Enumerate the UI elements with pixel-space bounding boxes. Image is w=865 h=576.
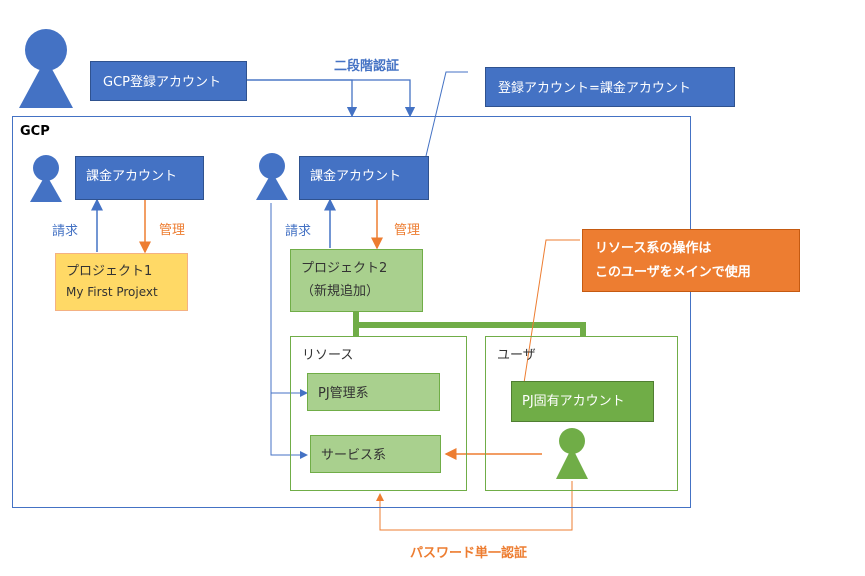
person-icon-user [556, 428, 588, 479]
person-icon-right [256, 153, 288, 200]
invoice-label-left: 請求 [52, 224, 79, 239]
auth-arrow-2 [247, 79, 416, 118]
pj-account-label: PJ固有アカウント [522, 394, 625, 409]
person-to-service-arrow [270, 203, 308, 459]
callout-line [521, 239, 580, 397]
project-1-name: My First Projext [66, 285, 158, 299]
pj-management-label: PJ管理系 [318, 386, 369, 401]
gcp-frame [12, 116, 691, 508]
billing-account-left: 課金アカウント [75, 156, 204, 200]
users-label: ユーザ [497, 348, 536, 363]
project-2-title: プロジェクト2 [301, 261, 388, 276]
project-1-box: プロジェクト1 My First Projext [55, 253, 188, 311]
project-1-title: プロジェクト1 [66, 264, 153, 279]
usage-callout-box: リソース系の操作は このユーザをメインで使用 [582, 229, 800, 292]
usage-callout-line1: リソース系の操作は [595, 241, 712, 256]
note-label: 登録アカウント=課金アカウント [498, 81, 691, 96]
gcp-registered-account-label: GCP登録アカウント [103, 75, 221, 90]
manage-label-right: 管理 [394, 223, 421, 238]
project-resource-connector [353, 312, 586, 336]
invoice-label-right: 請求 [285, 224, 312, 239]
person-icon-admin [19, 29, 73, 108]
resources-label: リソース [302, 348, 354, 363]
two-factor-auth-label: 二段階認証 [334, 59, 400, 74]
billing-account-right-label: 課金アカウント [310, 169, 402, 184]
project-2-box: プロジェクト2 （新規追加） [290, 249, 423, 312]
billing-account-right: 課金アカウント [299, 156, 429, 200]
gcp-registered-account-box: GCP登録アカウント [90, 61, 247, 101]
pj-management-box: PJ管理系 [307, 373, 440, 411]
password-auth-label: パスワード単一認証 [410, 546, 528, 561]
pj-account-box: PJ固有アカウント [511, 381, 654, 422]
manage-label-left: 管理 [159, 223, 186, 238]
users-container [485, 336, 678, 491]
password-auth-arrow [376, 481, 573, 531]
resources-container [290, 336, 467, 491]
project-2-subtitle: （新規追加） [301, 284, 380, 299]
person-icon-left [30, 155, 62, 202]
billing-account-left-label: 課金アカウント [86, 169, 178, 184]
gcp-label: GCP [20, 124, 50, 139]
service-box: サービス系 [310, 435, 441, 473]
service-label: サービス系 [321, 448, 387, 463]
note-callout-line [425, 71, 468, 157]
usage-callout-line2: このユーザをメインで使用 [595, 265, 751, 280]
auth-arrow-1 [247, 79, 358, 118]
note-box: 登録アカウント=課金アカウント [485, 67, 735, 107]
